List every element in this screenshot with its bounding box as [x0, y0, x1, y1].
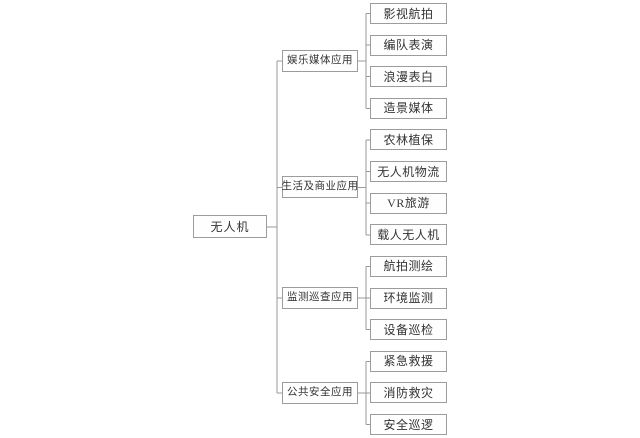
branch-node: 监测巡查应用 [282, 287, 358, 310]
leaf-node: 农林植保 [370, 129, 447, 151]
root-node: 无人机 [193, 215, 267, 239]
leaf-node: 消防救灾 [370, 382, 447, 404]
leaf-node: 安全巡逻 [370, 414, 447, 436]
leaf-node: 编队表演 [370, 34, 447, 56]
branch-node: 生活及商业应用 [282, 176, 358, 199]
branch-node: 公共安全应用 [282, 381, 358, 404]
leaf-node: 航拍测绘 [370, 255, 447, 277]
leaf-node: 载人无人机 [370, 224, 447, 246]
leaf-node: 紧急救援 [370, 350, 447, 372]
branch-node: 娱乐媒体应用 [282, 49, 358, 72]
leaf-node: 设备巡检 [370, 319, 447, 341]
leaf-node: 无人机物流 [370, 161, 447, 183]
leaf-node: 影视航拍 [370, 3, 447, 24]
leaf-node: 造景媒体 [370, 97, 447, 119]
leaf-node: 环境监测 [370, 287, 447, 309]
leaf-node: 浪漫表白 [370, 66, 447, 88]
leaf-node: VR旅游 [370, 192, 447, 214]
